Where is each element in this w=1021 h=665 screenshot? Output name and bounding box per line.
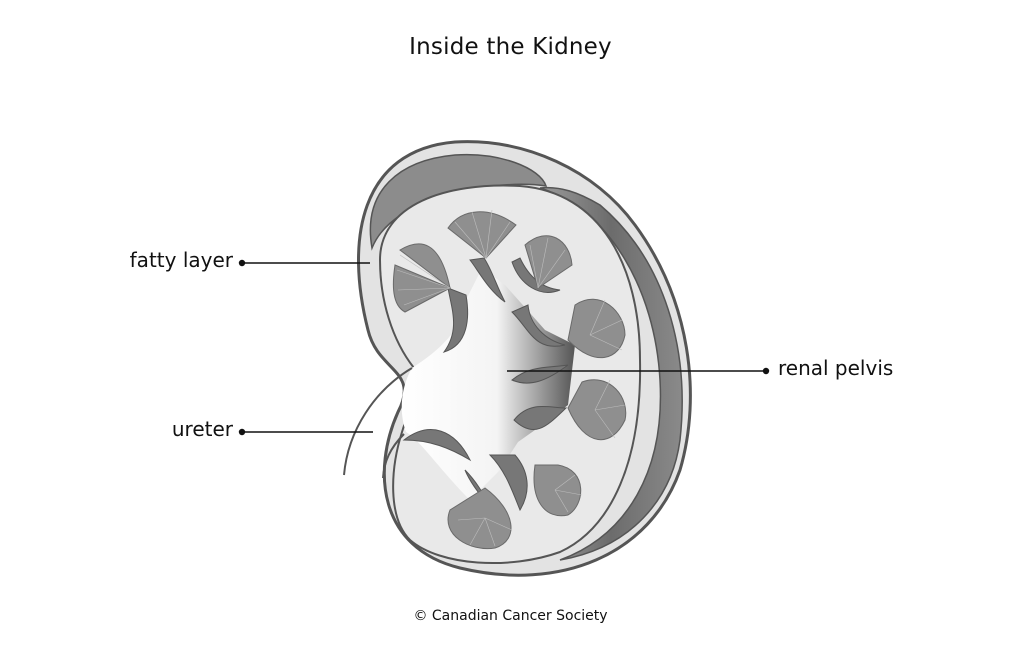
ureter-tube-inner (382, 433, 405, 479)
copyright-credit: © Canadian Cancer Society (413, 608, 608, 624)
leader-line-ureter (238, 428, 373, 436)
renal-pyramids (392, 211, 627, 550)
diagram-title: Inside the Kidney (409, 34, 612, 60)
pyramid-striations (396, 209, 626, 547)
kidney-cortex-rim (539, 186, 683, 561)
leader-line-renal-pelvis (507, 367, 770, 375)
label-ureter: ureter (171, 417, 233, 441)
label-renal-pelvis: renal pelvis (778, 356, 894, 380)
label-fatty-layer: fatty layer (129, 248, 233, 272)
leader-line-fatty-layer (238, 259, 370, 267)
renal-calyces (402, 257, 569, 512)
ureter-tube (343, 367, 413, 476)
